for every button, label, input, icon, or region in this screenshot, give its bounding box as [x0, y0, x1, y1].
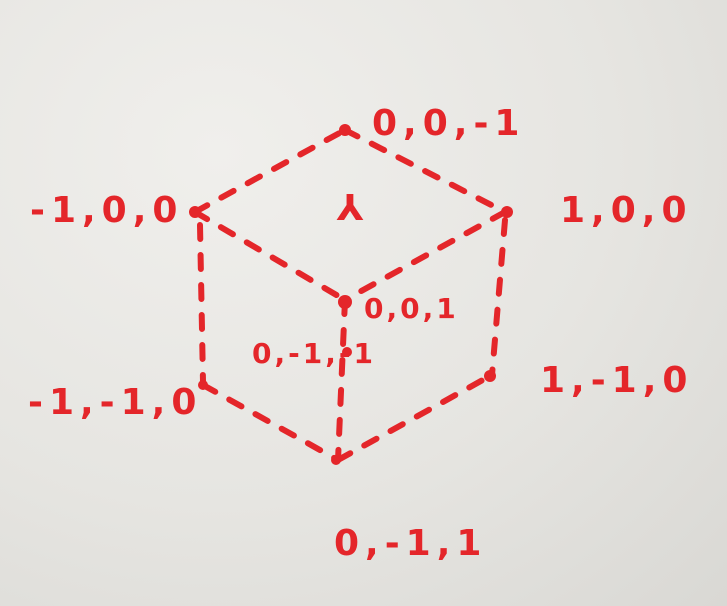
edge-top-right: [342, 127, 508, 215]
vertex-hidden: [342, 347, 352, 357]
label-bottom-right: 1,-1,0: [540, 360, 693, 401]
vertex-left: [189, 206, 201, 218]
label-bottom: 0,-1,1: [334, 523, 487, 564]
edge-left-center: [192, 209, 348, 303]
label-top: 0,0,-1: [372, 103, 525, 144]
vertex-right: [501, 206, 513, 218]
vertex-bottom-left: [198, 380, 208, 390]
edge-right-center: [342, 209, 508, 303]
label-right: 1,0,0: [560, 190, 693, 231]
label-hidden: 0,-1,-1: [252, 337, 376, 370]
edge-left-vertical: [197, 222, 206, 385]
edge-right-vertical: [489, 217, 508, 378]
axis-mark: Y: [331, 185, 364, 226]
label-bottom-left: -1,-1,0: [28, 382, 202, 423]
vertex-bottom-right: [484, 370, 496, 382]
vertex-bottom: [331, 455, 341, 465]
edge-bottom-left: [200, 382, 341, 463]
edge-bottom-right: [335, 373, 493, 463]
label-center: 0,0,1: [364, 292, 459, 325]
vertex-top: [339, 124, 351, 136]
edge-center-vertical: [335, 297, 348, 463]
label-left: -1,0,0: [30, 190, 183, 231]
edge-top-left: [192, 127, 348, 215]
vertex-center: [338, 295, 352, 309]
